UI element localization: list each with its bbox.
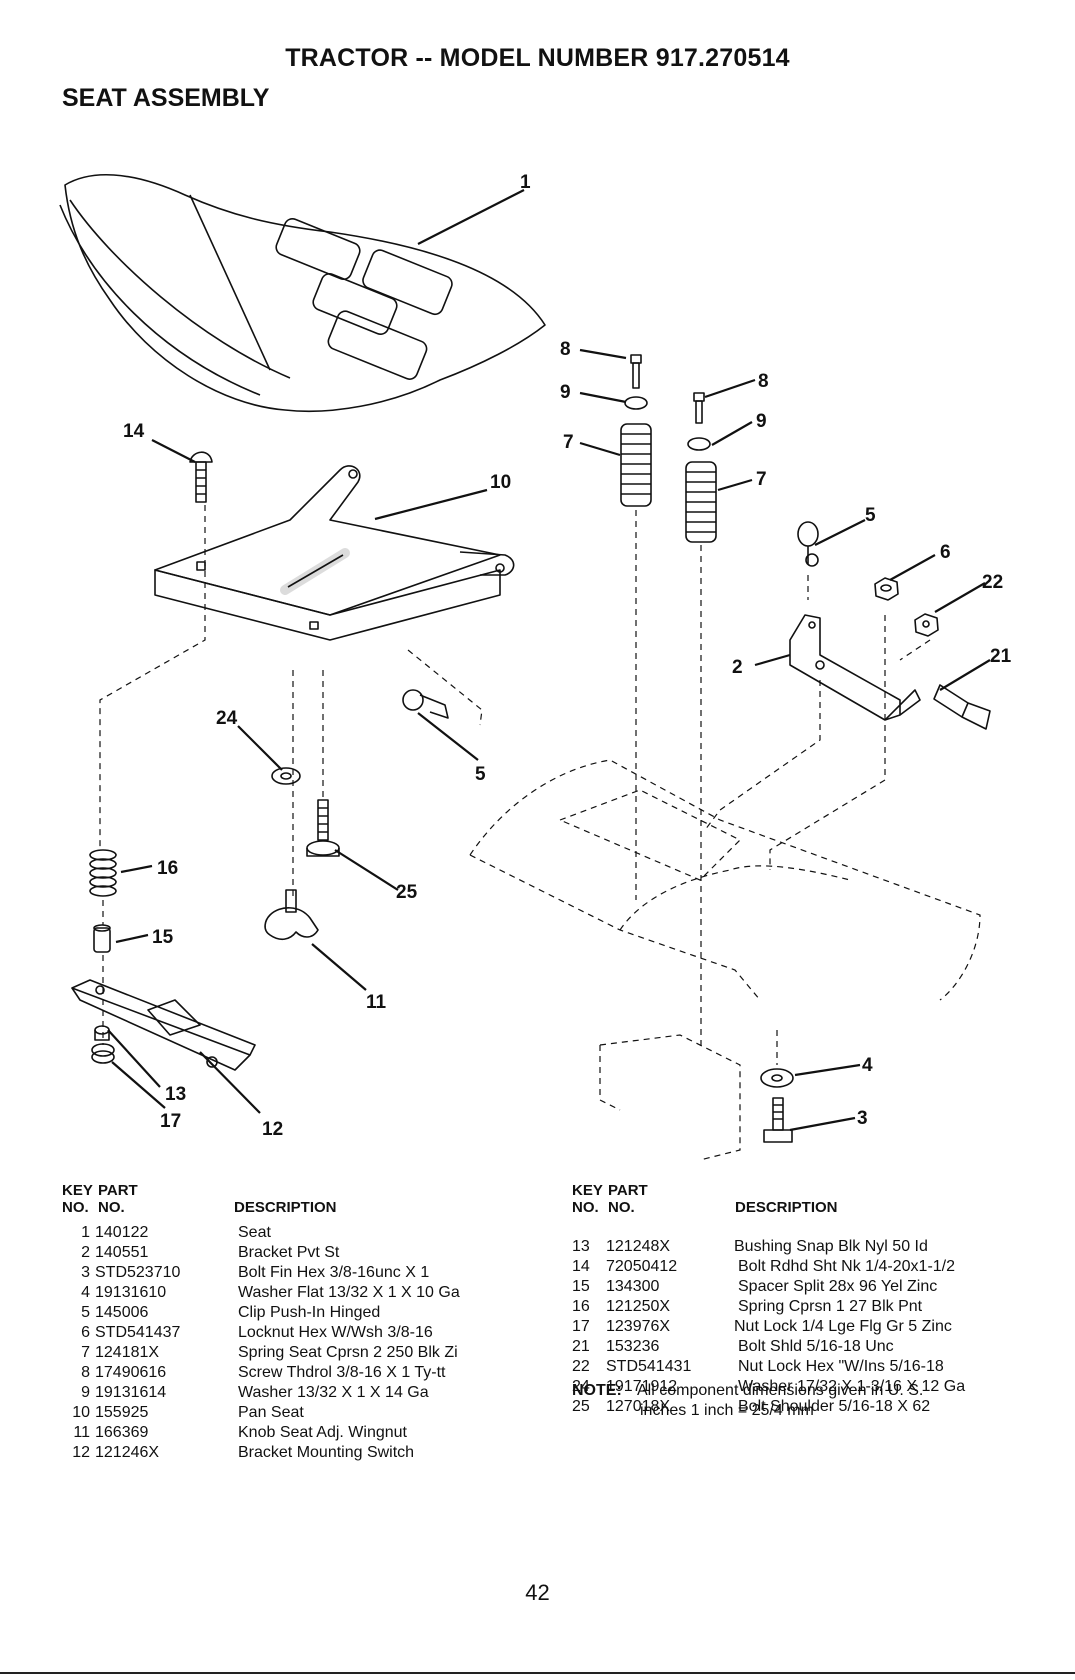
callout-5-left: 5 [475,764,486,785]
callout-7-left: 7 [563,432,574,453]
note-label: NOTE: [572,1382,622,1399]
spring-7-right-part [685,461,717,543]
seat-part [59,173,546,413]
callout-11: 11 [366,992,387,1013]
bolt-21-part [933,684,991,730]
callout-21: 21 [990,646,1012,667]
nut-22-part [914,613,939,637]
callout-16: 16 [157,858,178,879]
header-description: DESCRIPTION [735,1199,838,1216]
spring-16-part [89,849,117,897]
callout-7-right: 7 [756,469,767,490]
bottom-rule [0,1672,1075,1674]
callout-9-right: 9 [756,411,767,432]
exploded-parts-diagram: 1 14 10 24 5 16 15 25 11 13 17 12 8 9 7 … [59,172,1012,1161]
callout-15: 15 [152,927,174,948]
bolt-25-part [306,799,340,857]
bolt-14-part [189,451,213,503]
leader-lines [107,189,991,1132]
clip-5-left-part [402,689,449,719]
callout-4: 4 [862,1055,873,1076]
page-number: 42 [525,1580,550,1605]
callout-3: 3 [857,1108,868,1129]
tractor-frame-dashed [99,505,981,1161]
callout-14: 14 [123,421,145,442]
note-line-2: inches 1 inch = 25/4 mm [640,1402,814,1419]
header-no: NO. [98,1199,125,1216]
spring-7-left-part [620,423,652,507]
bolt-3-part [763,1097,793,1143]
callout-9-left: 9 [560,382,571,403]
callout-8-left: 8 [560,339,571,360]
callout-1: 1 [520,172,531,193]
bracket-12-part [71,979,256,1071]
callout-8-right: 8 [758,371,769,392]
header-description: DESCRIPTION [234,1199,337,1216]
note-line-1: All component dimensions given in U. S. [637,1382,924,1399]
callout-10: 10 [490,472,511,493]
callout-13: 13 [165,1084,186,1105]
callout-17: 17 [160,1111,181,1132]
header-part: PART [98,1182,138,1199]
callout-5-right: 5 [865,505,876,526]
washer-9-right-part [687,437,711,451]
bracket-2-part [789,614,921,721]
header-part: PART [608,1182,648,1199]
pan-seat-part [154,465,515,641]
washer-24-part [271,767,301,785]
header-no: NO. [608,1199,635,1216]
locknut-6-part [874,577,899,601]
washer-9-left-part [624,396,648,410]
callout-labels: 1 14 10 24 5 16 15 25 11 13 17 12 8 9 7 … [123,172,1012,1140]
header-key: KEY [62,1182,93,1199]
callout-22: 22 [982,572,1003,593]
header-no: NO. [572,1199,599,1216]
callout-25: 25 [396,882,418,903]
header-key: KEY [572,1182,603,1199]
page-title: TRACTOR -- MODEL NUMBER 917.270514 [285,44,790,72]
clip-5-right-part [797,521,819,567]
knob-11-part [264,889,319,941]
callout-12: 12 [262,1119,283,1140]
screw-8-right-part [693,392,705,424]
header-no: NO. [62,1199,89,1216]
section-title: SEAT ASSEMBLY [62,84,270,112]
washer-4-part [760,1068,794,1088]
callout-6: 6 [940,542,951,563]
spacer-15-part [93,924,111,953]
callout-24: 24 [216,708,238,729]
callout-2: 2 [732,657,743,678]
screw-8-left-part [630,354,642,389]
